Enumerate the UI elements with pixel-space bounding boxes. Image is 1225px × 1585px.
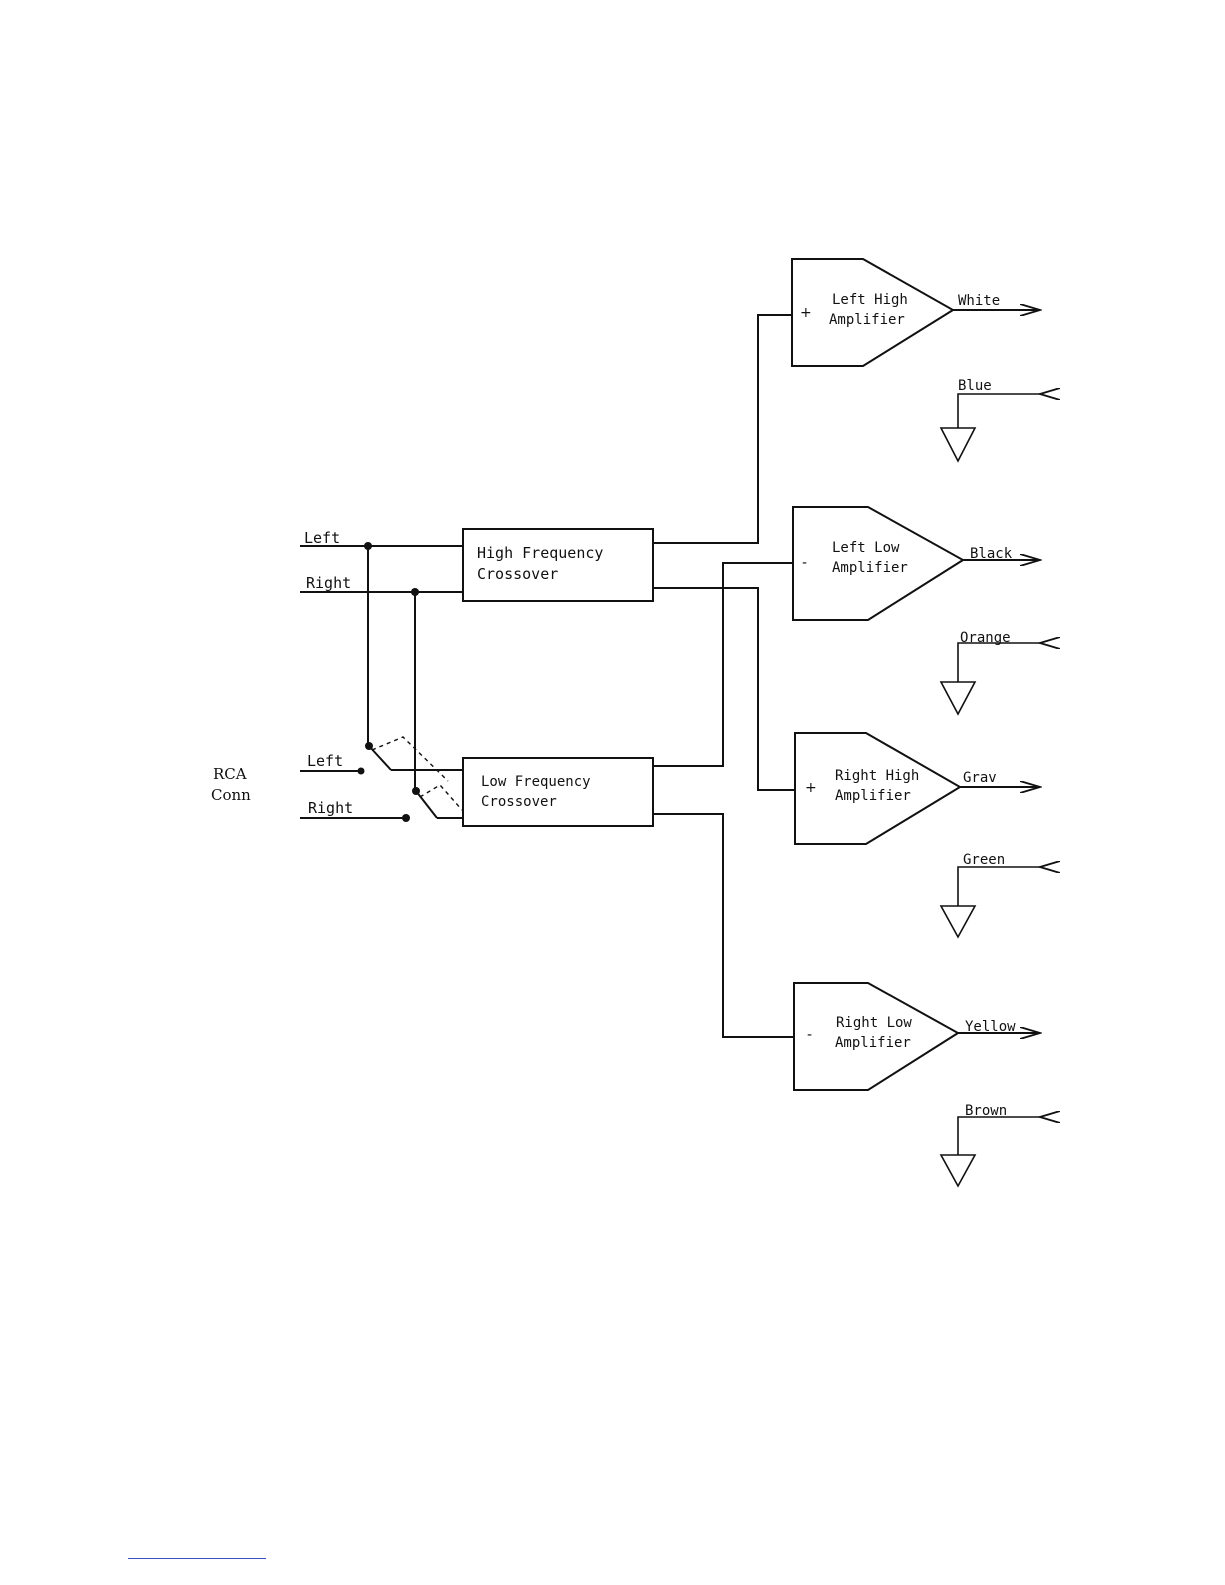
- high-crossover-line1: High Frequency: [477, 544, 603, 562]
- wire-lf-to-left-low: [653, 563, 793, 766]
- left-low-amplifier-line2: Amplifier: [832, 560, 908, 576]
- switch-ganged-linkage: [372, 737, 462, 810]
- brown-ground-icon: [941, 1155, 975, 1186]
- switch-right-blade: [416, 791, 437, 818]
- high-input-left-label: Left: [304, 529, 340, 547]
- low-right-input-terminal: [402, 814, 410, 822]
- green-ground-icon: [941, 906, 975, 937]
- rca-label-line2: Conn: [211, 786, 251, 804]
- low-left-input-terminal: [358, 768, 365, 775]
- right-low-amplifier-sign: -: [807, 1027, 812, 1043]
- right-high-amplifier-line1: Right High: [835, 768, 919, 784]
- green-ground-wire: [958, 867, 1040, 906]
- low-crossover-line2: Crossover: [481, 794, 557, 810]
- yellow-output-label: Yellow: [965, 1019, 1016, 1035]
- low-frequency-crossover: [463, 758, 653, 826]
- high-input-right-label: Right: [306, 574, 351, 592]
- low-input-right-label: Right: [308, 799, 353, 817]
- brown-ground-label: Brown: [965, 1103, 1007, 1119]
- left-high-amplifier-line1: Left High: [832, 292, 908, 308]
- green-ground-label: Green: [963, 852, 1005, 868]
- right-low-amplifier-line1: Right Low: [836, 1015, 912, 1031]
- right-low-amplifier-line2: Amplifier: [835, 1035, 911, 1051]
- blue-ground-wire: [958, 394, 1040, 428]
- left-low-amplifier-sign: -: [802, 555, 807, 571]
- right-high-amplifier-sign: +: [805, 780, 817, 796]
- brown-ground-wire: [958, 1117, 1040, 1155]
- low-crossover-line1: Low Frequency: [481, 774, 591, 790]
- orange-ground-wire: [958, 643, 1040, 682]
- orange-ground-icon: [941, 682, 975, 714]
- footnote-rule: [128, 1558, 266, 1559]
- blue-ground-label: Blue: [958, 378, 992, 394]
- wire-hf-to-left-high: [653, 315, 792, 543]
- grav-output-label: Grav: [963, 770, 997, 786]
- right-high-amplifier-line2: Amplifier: [835, 788, 911, 804]
- left-low-amplifier-line1: Left Low: [832, 540, 900, 556]
- black-output-label: Black: [970, 546, 1013, 562]
- low-input-left-label: Left: [307, 752, 343, 770]
- white-output-label: White: [958, 293, 1000, 309]
- high-crossover-line2: Crossover: [477, 565, 558, 583]
- rca-label-line1: RCA: [213, 765, 247, 783]
- left-high-amplifier-line2: Amplifier: [829, 312, 905, 328]
- wire-lf-to-right-low: [653, 814, 794, 1037]
- left-high-amplifier-sign: +: [800, 305, 812, 321]
- blue-ground-icon: [941, 428, 975, 461]
- orange-ground-label: Orange: [960, 630, 1011, 646]
